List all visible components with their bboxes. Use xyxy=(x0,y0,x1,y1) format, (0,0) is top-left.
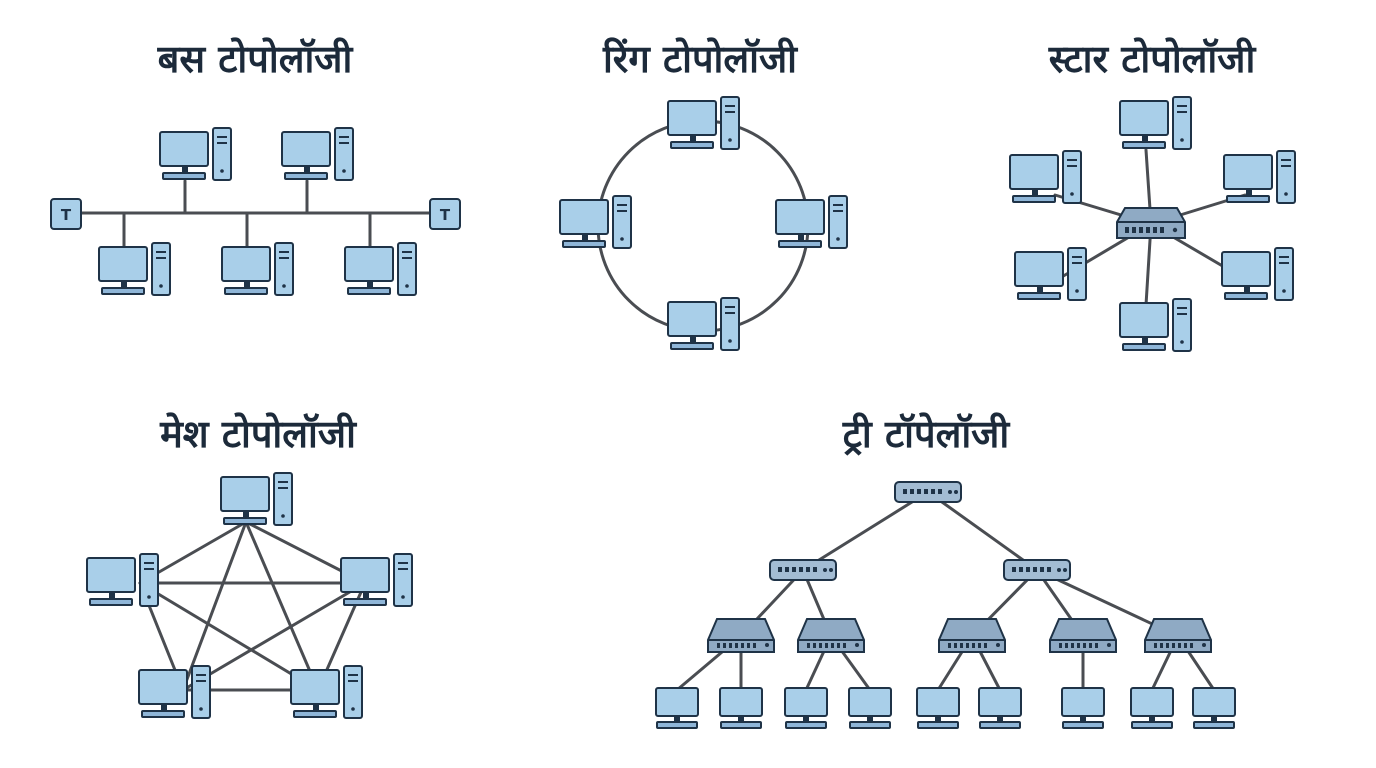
desktop-computer-icon xyxy=(1119,96,1192,150)
terminator-label: T xyxy=(440,206,451,224)
desktop-computer-icon xyxy=(1223,150,1296,204)
mesh-link xyxy=(181,581,367,692)
star-title: स्टार टोपोलॉजी xyxy=(1048,37,1257,81)
network-hub-icon xyxy=(938,618,1006,653)
mesh-link xyxy=(138,581,320,692)
desktop-computer-icon xyxy=(775,195,848,249)
desktop-computer-icon xyxy=(1009,150,1082,204)
desktop-computer-icon xyxy=(667,297,740,351)
desktop-computer-icon xyxy=(221,242,294,296)
desktop-computer-icon xyxy=(1130,687,1174,729)
mesh-title: मेश टोपोलॉजी xyxy=(159,412,357,456)
bus-terminator-icon: T xyxy=(429,198,461,230)
desktop-computer-icon xyxy=(667,96,740,150)
bus-title: बस टोपोलॉजी xyxy=(157,37,354,81)
bus-topology: बस टोपोलॉजी T T xyxy=(50,37,461,296)
network-switch-icon xyxy=(769,559,837,581)
desktop-computer-icon xyxy=(281,127,354,181)
desktop-computer-icon xyxy=(86,553,159,607)
star-topology: स्टार टोपोलॉजी xyxy=(1009,37,1296,352)
desktop-computer-icon xyxy=(916,687,960,729)
tree-link xyxy=(926,490,1039,572)
desktop-computer-icon xyxy=(719,687,763,729)
network-hub-icon xyxy=(707,618,775,653)
desktop-computer-icon xyxy=(559,195,632,249)
network-switch-icon xyxy=(1003,559,1071,581)
network-hub-icon xyxy=(1049,618,1117,653)
desktop-computer-icon xyxy=(220,472,293,526)
terminator-label: T xyxy=(61,206,72,224)
desktop-computer-icon xyxy=(1014,247,1087,301)
ring-title: रिंग टोपोलॉजी xyxy=(602,37,798,81)
desktop-computer-icon xyxy=(784,687,828,729)
desktop-computer-icon xyxy=(98,242,171,296)
desktop-computer-icon xyxy=(1119,298,1192,352)
mesh-topology: मेश टोपोलॉजी xyxy=(86,412,413,719)
ring-topology: रिंग टोपोलॉजी xyxy=(559,37,848,351)
desktop-computer-icon xyxy=(655,687,699,729)
network-switch-icon xyxy=(894,481,962,503)
tree-link xyxy=(801,490,930,572)
desktop-computer-icon xyxy=(1192,687,1236,729)
desktop-computer-icon xyxy=(344,242,417,296)
tree-title: ट्री टॉपेलॉजी xyxy=(842,412,1011,456)
network-hub-icon xyxy=(797,618,865,653)
desktop-computer-icon xyxy=(848,687,892,729)
bus-terminator-icon: T xyxy=(50,198,82,230)
tree-topology: ट्री टॉपेलॉजी xyxy=(655,412,1236,729)
desktop-computer-icon xyxy=(340,553,413,607)
desktop-computer-icon xyxy=(138,665,211,719)
desktop-computer-icon xyxy=(290,665,363,719)
network-switch-icon xyxy=(1116,207,1186,239)
mesh-link xyxy=(244,520,320,692)
desktop-computer-icon xyxy=(1061,687,1105,729)
desktop-computer-icon xyxy=(1221,247,1294,301)
network-hub-icon xyxy=(1144,618,1212,653)
desktop-computer-icon xyxy=(159,127,232,181)
desktop-computer-icon xyxy=(978,687,1022,729)
mesh-link xyxy=(181,520,248,692)
